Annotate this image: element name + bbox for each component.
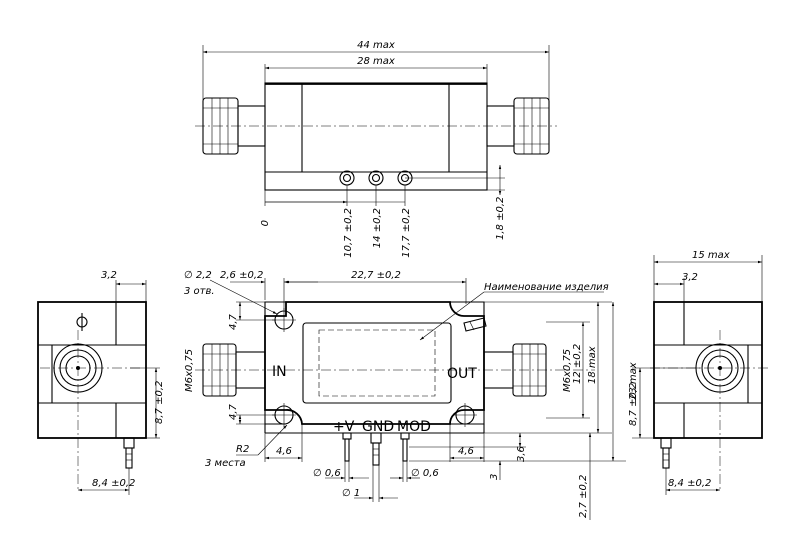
right-dim-bottom: 8,4 ±0,2 [668, 478, 711, 489]
dim-18: 18 max [587, 346, 598, 384]
label-mod: MOD [397, 419, 431, 435]
pin-vplus [342, 432, 352, 462]
dim-pin-dia-left: ∅ 0,6 [313, 468, 341, 479]
label-gnd: GND [362, 419, 394, 435]
dim-overall-length: 44 max [357, 40, 395, 51]
pin-mod [400, 432, 410, 462]
dim-12: 12 ±0,2 [572, 344, 583, 384]
dim-pin2: 14 ±0,2 [372, 208, 383, 248]
dim-hole-count: 3 отв. [184, 286, 215, 297]
right-dim-top: 3,2 [682, 272, 698, 283]
right-view: 15 max 3,2 8,7 ±0,2 8,4 ±0,2 [628, 250, 770, 495]
dim-hole-vert-top: 4,7 [228, 313, 239, 330]
dim-radius: R2 [236, 444, 249, 455]
mount-hole-bottom-right [453, 403, 477, 427]
dim-zero: 0 [260, 220, 271, 226]
dim-body-length: 28 max [357, 56, 395, 67]
label-product-name: Наименование изделия [484, 282, 609, 293]
dim-pin3: 17,7 ±0,2 [401, 208, 412, 258]
thread-right: M6x0,75 [562, 349, 573, 392]
dim-2-7: 2,7 ±0,2 [578, 475, 589, 518]
right-dim-width: 15 max [692, 250, 730, 261]
dim-pin-dia-right: ∅ 0,6 [411, 468, 439, 479]
left-dim-top: 3,2 [101, 270, 117, 281]
left-dim-bottom: 8,4 ±0,2 [92, 478, 135, 489]
label-in: IN [272, 364, 287, 380]
left-dim-height: 8,7 ±0,2 [154, 381, 165, 424]
dim-3: 3 [489, 474, 500, 480]
label-vplus: +V [333, 419, 355, 435]
dim-23: 23 max [628, 362, 639, 400]
dim-edge-right: 4,6 [458, 446, 474, 457]
dim-edge-left: 4,6 [276, 446, 292, 457]
pin-gnd [370, 432, 382, 466]
right-dim-height: 8,7 ±0,2 [628, 383, 639, 426]
dim-hole-spacing: 22,7 ±0,2 [351, 270, 401, 281]
pins-top-view [339, 170, 413, 186]
dim-radius-count: 3 места [205, 458, 246, 469]
dim-3-6: 3,6 [516, 446, 527, 462]
left-view: 3,2 8,7 ±0,2 8,4 ±0,2 [37, 270, 165, 495]
dim-hole-vert-bottom: 4,7 [228, 403, 239, 420]
top-view: 44 max 28 max [195, 40, 557, 258]
label-out: OUT [447, 366, 477, 382]
dim-height-top: 1,8 ±0,2 [495, 197, 506, 240]
dim-hole-offset: 2,6 ±0,2 [220, 270, 263, 281]
thread-left: M6x0,75 [184, 349, 195, 392]
dim-pin1: 10,7 ±0,2 [343, 208, 354, 258]
front-view: IN OUT +V GND MOD 2,6 ±0,2 22,7 ±0,2 ∅ 2… [184, 270, 639, 520]
dim-center-pin-dia: ∅ 1 [342, 488, 360, 499]
dim-hole-dia: ∅ 2,2 [184, 270, 212, 281]
